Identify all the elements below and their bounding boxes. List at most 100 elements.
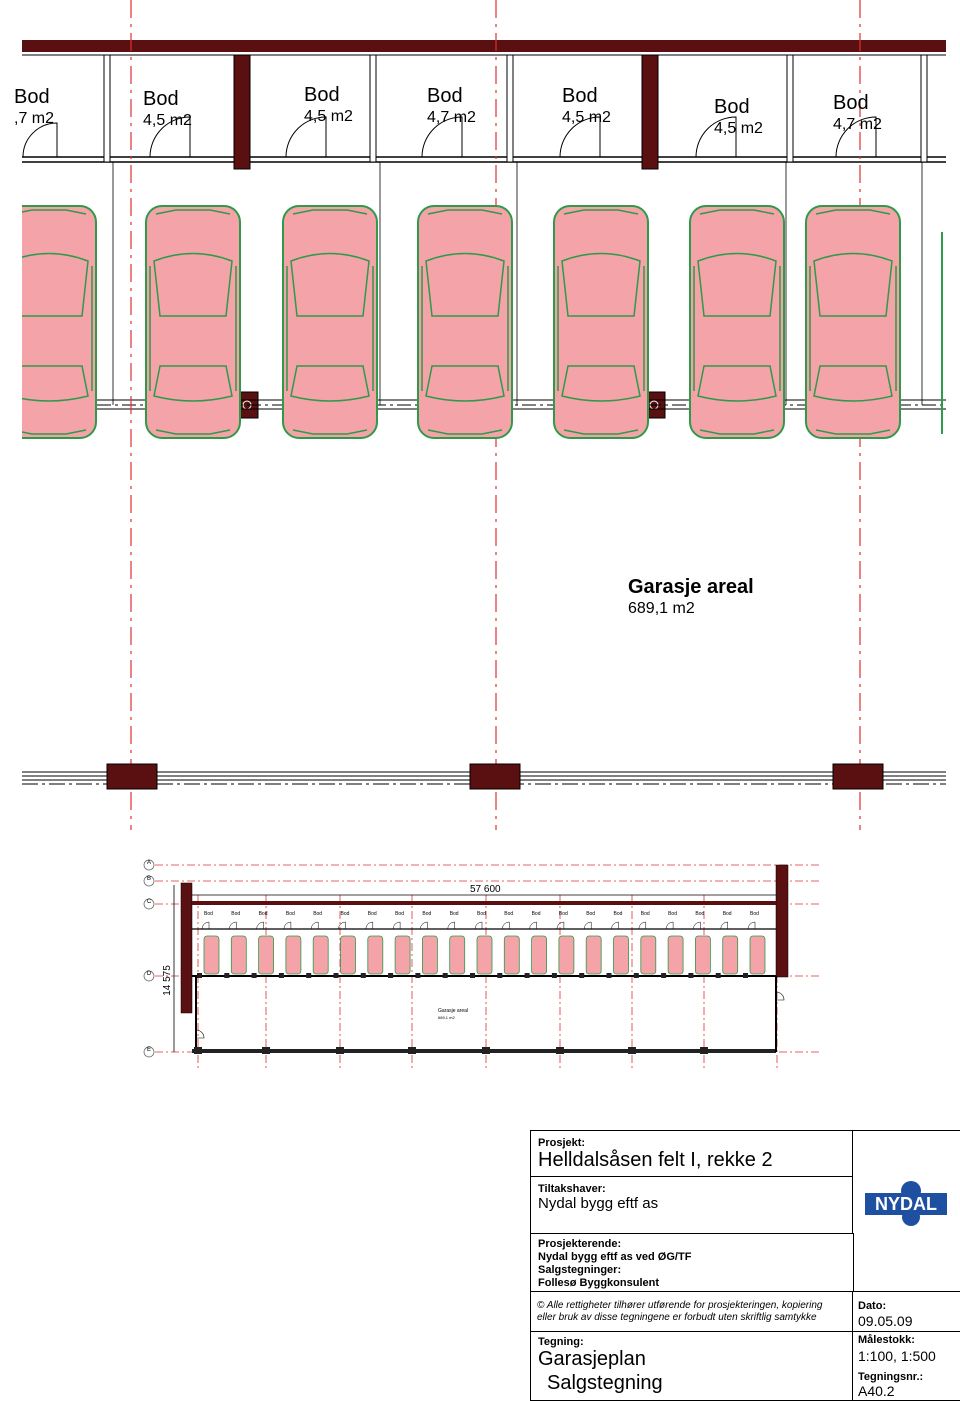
overview-storage-label: Bod bbox=[204, 911, 213, 917]
overview-storage-label: Bod bbox=[449, 911, 459, 917]
overview-storage-label: Bod bbox=[668, 911, 677, 917]
overview-car bbox=[667, 935, 684, 975]
axis-bubbles bbox=[143, 859, 155, 1058]
overview-column bbox=[700, 1047, 708, 1054]
overview-storage-label: Bod bbox=[285, 911, 295, 917]
overview-plan-drawing bbox=[143, 859, 820, 1070]
overview-column bbox=[262, 1047, 270, 1054]
overview-column bbox=[194, 1047, 202, 1054]
tegning-line1: Garasjeplan bbox=[538, 1348, 646, 1370]
overview-car bbox=[531, 935, 547, 975]
overview-column bbox=[688, 973, 694, 978]
column bbox=[469, 763, 521, 790]
overview-car bbox=[312, 935, 329, 975]
overview-column bbox=[715, 973, 721, 978]
car bbox=[553, 205, 649, 439]
overview-storage-label: Bod bbox=[640, 911, 650, 917]
tegningsnr-label: Tegningsnr.: bbox=[858, 1371, 924, 1383]
overview-column bbox=[579, 973, 585, 978]
column bbox=[641, 54, 659, 170]
overview-garage-area: 689,1 m2 bbox=[438, 1015, 455, 1020]
overview-column bbox=[306, 973, 312, 978]
axis-label-e: E bbox=[146, 1047, 151, 1053]
overview-column bbox=[497, 973, 503, 978]
depth-dimension: 14 575 bbox=[161, 965, 173, 996]
overview-car bbox=[749, 935, 766, 975]
width-dimension: 57 600 bbox=[470, 884, 501, 895]
tegningsnr-value: A40.2 bbox=[858, 1383, 895, 1399]
overview-column bbox=[388, 973, 394, 978]
tiltakshaver-value: Nydal bygg eftf as bbox=[538, 1195, 659, 1212]
overview-car bbox=[695, 935, 711, 975]
prosjekterende-label: Prosjekterende: bbox=[538, 1238, 622, 1250]
overview-car bbox=[503, 935, 520, 975]
overview-car bbox=[558, 935, 575, 975]
prosjekterende-value: Nydal bygg eftf as ved ØG/TF bbox=[538, 1251, 692, 1263]
salgstegninger-value: Follesø Byggkonsulent bbox=[538, 1277, 660, 1289]
overview-column bbox=[251, 973, 257, 978]
titleblock-prosjekterende: Prosjekterende: Nydal bygg eftf as ved Ø… bbox=[530, 1233, 854, 1293]
overview-car bbox=[394, 935, 411, 975]
overview-storage-label: Bod bbox=[258, 911, 268, 917]
overview-column bbox=[442, 973, 448, 978]
overview-storage-label: Bod bbox=[477, 911, 486, 917]
overview-storage-label: Bod bbox=[313, 911, 323, 917]
overview-car bbox=[640, 935, 657, 975]
malestokk-value: 1:100, 1:500 bbox=[858, 1348, 936, 1364]
column bbox=[106, 763, 158, 790]
overview-column bbox=[333, 973, 339, 978]
overview-column bbox=[360, 973, 366, 978]
storage-label: Bod,7 m2 bbox=[14, 86, 55, 127]
overview-column bbox=[197, 973, 202, 978]
dato-label: Dato: bbox=[858, 1300, 887, 1312]
titleblock-scale-number: Målestokk: 1:100, 1:500 Tegningsnr.: A40… bbox=[852, 1331, 960, 1401]
titleblock-dato: Dato: 09.05.09 bbox=[852, 1291, 960, 1333]
overview-car bbox=[449, 935, 466, 975]
axis-label-d: D bbox=[146, 971, 152, 977]
overview-storage-label: Bod bbox=[231, 911, 241, 917]
overview-storage-label: Bod bbox=[613, 911, 623, 917]
overview-column bbox=[336, 1047, 344, 1054]
overview-column bbox=[628, 1047, 636, 1054]
copyright-line1: © Alle rettigheter tilhører utførende fo… bbox=[537, 1300, 823, 1311]
overview-cars bbox=[203, 935, 766, 975]
prosjekt-label: Prosjekt: bbox=[538, 1137, 586, 1149]
car bbox=[282, 205, 378, 439]
overview-column bbox=[743, 973, 748, 978]
overview-column bbox=[408, 1047, 416, 1054]
tegning-line2: Salgstegning bbox=[547, 1372, 663, 1394]
garage-area: 689,1 m2 bbox=[628, 600, 695, 617]
tegning-label: Tegning: bbox=[538, 1336, 584, 1348]
overview-car bbox=[367, 935, 384, 975]
dato-value: 09.05.09 bbox=[858, 1313, 913, 1329]
salgstegninger-label: Salgstegninger: bbox=[538, 1264, 622, 1276]
axis-label-b: B bbox=[146, 876, 151, 882]
overview-column bbox=[415, 973, 421, 978]
overview-column bbox=[278, 973, 284, 978]
overview-car bbox=[285, 935, 302, 975]
overview-storage-label: Bod bbox=[504, 911, 514, 917]
parking-dividers bbox=[112, 162, 923, 405]
overview-column bbox=[551, 973, 557, 978]
storage-partitions bbox=[103, 54, 928, 163]
titleblock-tegning: Tegning: Garasjeplan Salgstegning bbox=[530, 1331, 854, 1401]
overview-storage-label: Bod bbox=[531, 911, 541, 917]
copyright-line2: eller bruk av disse tegningene er forbud… bbox=[537, 1312, 817, 1323]
overview-car bbox=[203, 935, 220, 975]
titleblock-copyright: © Alle rettigheter tilhører utførende fo… bbox=[530, 1291, 854, 1333]
column bbox=[233, 54, 251, 170]
car bbox=[417, 205, 513, 439]
overview-column bbox=[633, 973, 639, 978]
overview-storage-label: Bod bbox=[586, 911, 596, 917]
car bbox=[805, 205, 901, 439]
detail-plan-drawing bbox=[0, 0, 946, 830]
overview-car bbox=[585, 935, 602, 975]
nydal-logo bbox=[865, 1181, 947, 1226]
overview-column bbox=[606, 973, 612, 978]
overview-car bbox=[613, 935, 629, 975]
